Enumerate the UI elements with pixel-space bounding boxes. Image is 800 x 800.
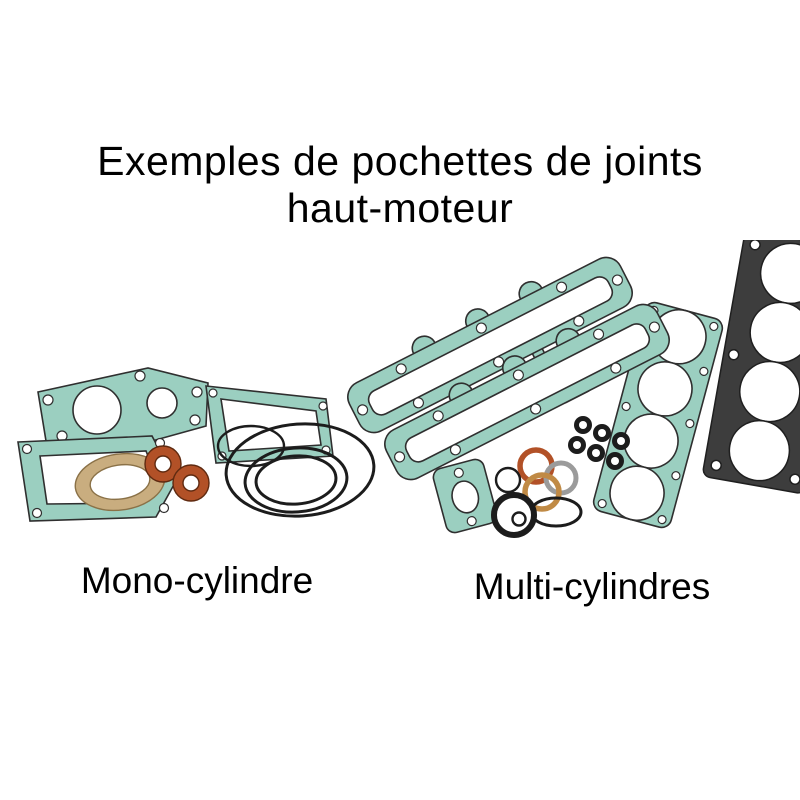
sealing-rings	[517, 447, 579, 512]
oil-seal	[491, 492, 537, 538]
small-cover-gasket	[432, 458, 498, 534]
large-o-ring	[224, 422, 376, 518]
copper-washers	[144, 445, 210, 502]
paper-ring-gasket	[74, 452, 166, 512]
label-mono-cylindre: Mono-cylindre	[80, 560, 314, 601]
double-ring-gasket	[243, 446, 349, 514]
medium-o-ring	[216, 424, 286, 468]
metal-head-gasket	[702, 240, 800, 494]
small-o-ring	[494, 466, 522, 494]
multi-cylinder-gasket-set	[347, 240, 800, 538]
valve-cover-gasket-upper	[347, 256, 633, 434]
head-gasket	[592, 301, 724, 529]
gasket-illustration	[17, 240, 800, 538]
title-line-1: Exemples de pochettes de joints	[97, 138, 703, 184]
mono-cylinder-gasket-set	[17, 367, 376, 522]
title-line-2: haut-moteur	[286, 185, 514, 232]
cylinder-base-gasket	[37, 367, 209, 448]
valve-cover-gasket-lower	[384, 303, 670, 481]
page-title: Exemples de pochettes de joints haut-mot…	[0, 138, 800, 232]
label-multi-cylindres: Multi-cylindres	[473, 566, 711, 607]
valve-seals	[568, 416, 630, 470]
